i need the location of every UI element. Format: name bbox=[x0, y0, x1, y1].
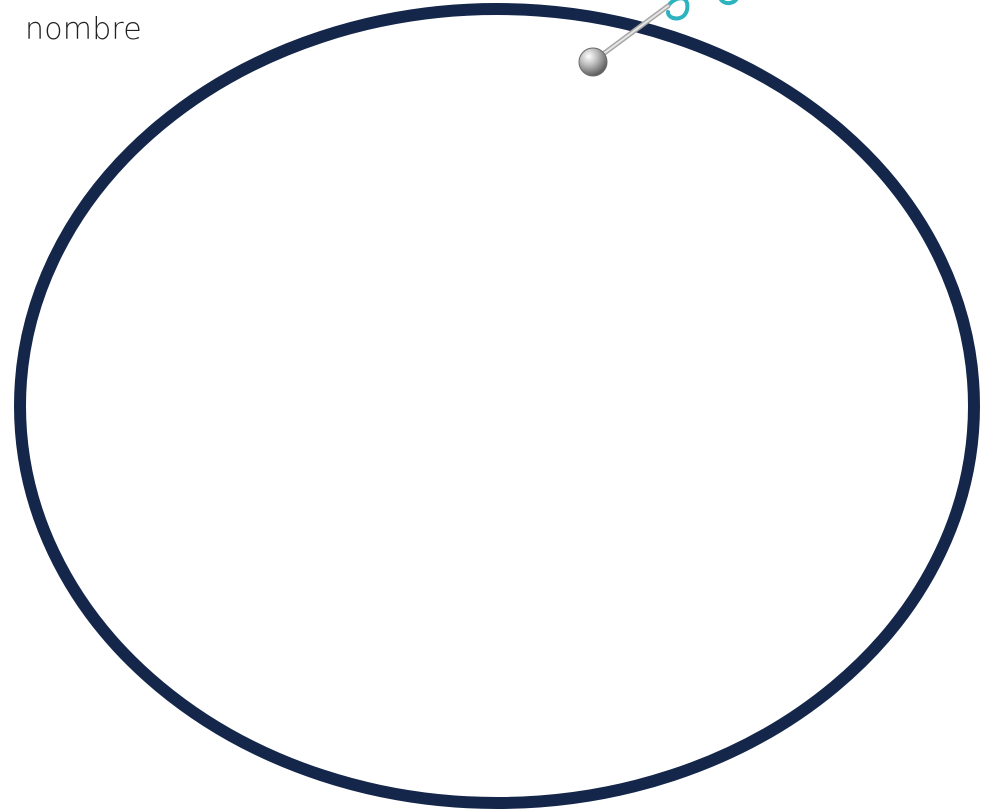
pushpin-icon bbox=[560, 0, 760, 90]
pin-shaft-highlight bbox=[595, 6, 668, 60]
ribbon-tail bbox=[720, 0, 738, 3]
oval-outline bbox=[20, 9, 974, 803]
ribbon-loop bbox=[668, 0, 687, 19]
pin-head bbox=[579, 48, 607, 76]
